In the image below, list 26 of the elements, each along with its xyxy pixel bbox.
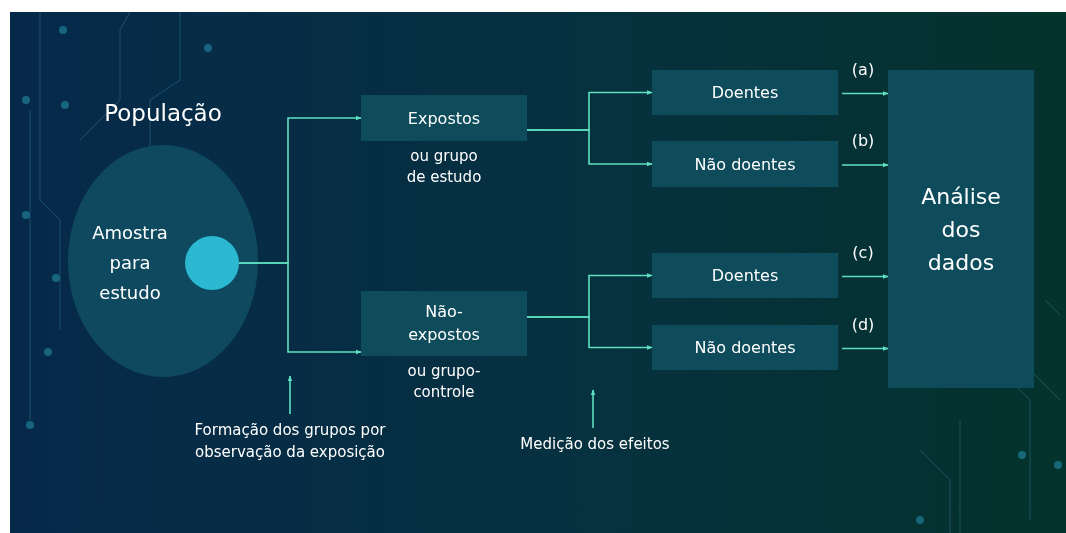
annotation-text: Formação dos grupos por observação da exposição (160, 420, 420, 470)
outcome-box: Não doentes (652, 325, 838, 370)
arrow (841, 91, 889, 96)
group-caption: ou grupo-controle (406, 361, 482, 403)
annotation-text: Medição dos efeitos (520, 434, 670, 484)
population-heading: População (103, 100, 223, 126)
edge-label: (a) (850, 58, 876, 81)
edge-label: (b) (850, 130, 876, 152)
arrow (526, 129, 653, 167)
outcome-box: Doentes (652, 70, 838, 115)
group-caption: ou grupo de estudo (405, 146, 483, 188)
pointer-arrow (287, 375, 293, 415)
arrow (841, 274, 889, 279)
arrow (841, 346, 889, 351)
pointer-arrow (590, 389, 596, 429)
edge-label: (c) (851, 241, 875, 264)
edge-label: (d) (850, 313, 876, 336)
arrow (526, 316, 653, 350)
group-box: Não-expostos (361, 291, 527, 356)
analysis-box: Análise dos dados (888, 70, 1034, 388)
outcome-box: Não doentes (652, 141, 838, 187)
sample-label: Amostra para estudo (91, 221, 169, 305)
group-box: Expostos (361, 95, 527, 141)
arrow (238, 262, 362, 355)
arrow (841, 162, 889, 168)
outcome-box: Doentes (652, 253, 838, 298)
